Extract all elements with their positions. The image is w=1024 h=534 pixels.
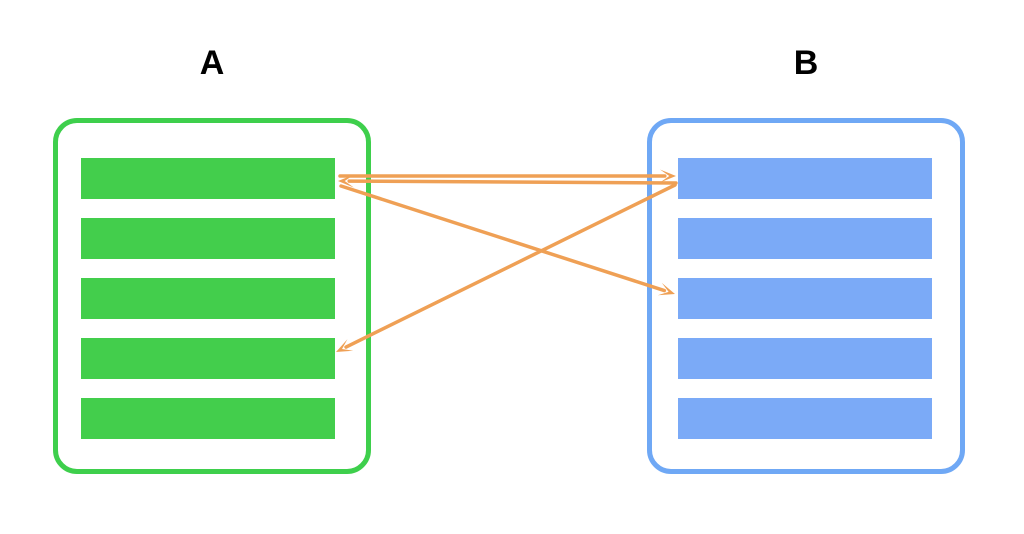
arrow-b1-to-a4 [336, 183, 677, 352]
panel-b-row-3[interactable] [678, 278, 932, 319]
panel-a-row-5[interactable] [81, 398, 335, 439]
arrow-shaft [347, 179, 678, 185]
panel-a-row-3[interactable] [81, 278, 335, 319]
arrow-a1-to-b1 [338, 169, 676, 183]
panel-b-row-4[interactable] [678, 338, 932, 379]
panel-b-row-1[interactable] [678, 158, 932, 199]
arrow-a1-to-b3 [339, 184, 675, 296]
arrow-b1-to-a1 [338, 174, 678, 188]
panel-a-row-4[interactable] [81, 338, 335, 379]
panel-b-row-5[interactable] [678, 398, 932, 439]
panel-b-row-2[interactable] [678, 218, 932, 259]
arrow-shaft [339, 184, 667, 293]
panel-a-row-1[interactable] [81, 158, 335, 199]
panel-a-row-2[interactable] [81, 218, 335, 259]
panel-a-label: A [199, 44, 225, 82]
arrow-shaft [344, 183, 677, 349]
panel-b-label: B [793, 44, 819, 82]
